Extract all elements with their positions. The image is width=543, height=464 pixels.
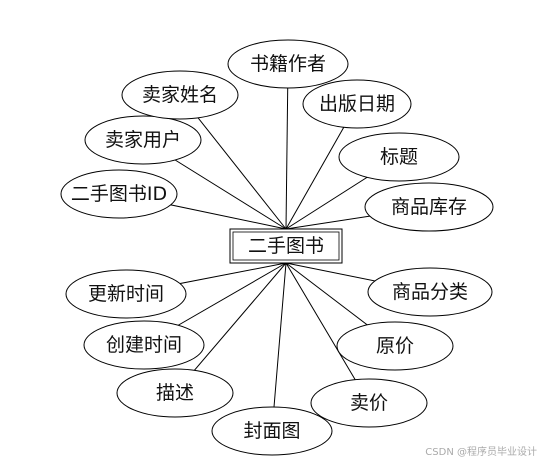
attribute-ellipse <box>60 169 178 219</box>
attribute-ellipse <box>338 132 460 182</box>
attribute-label: 二手图书ID <box>71 183 167 205</box>
attribute-original-price: 原价 <box>336 321 454 371</box>
attribute-create-time: 创建时间 <box>83 320 205 370</box>
attribute-id: 二手图书ID <box>60 169 178 219</box>
attribute-label: 封面图 <box>243 420 300 442</box>
attribute-label: 出版日期 <box>319 93 395 115</box>
attribute-category: 商品分类 <box>367 267 493 317</box>
entity-inner-border <box>232 231 340 261</box>
attribute-description: 描述 <box>116 368 234 418</box>
attribute-seller-user: 卖家用户 <box>84 115 202 165</box>
attribute-ellipse <box>336 321 454 371</box>
attribute-ellipse <box>116 368 234 418</box>
attribute-cover-image: 封面图 <box>211 406 333 456</box>
attribute-update-time: 更新时间 <box>65 269 187 319</box>
attribute-ellipse <box>83 320 205 370</box>
attribute-label: 卖家用户 <box>105 129 181 151</box>
attribute-label: 卖价 <box>350 392 388 414</box>
connector-author <box>285 63 289 230</box>
connector-cover-image <box>271 262 287 432</box>
attribute-label: 描述 <box>156 382 194 404</box>
attribute-label: 商品库存 <box>391 196 467 218</box>
attribute-label: 卖家姓名 <box>142 84 218 106</box>
entity-label: 二手图书 <box>248 235 324 257</box>
entity-box <box>229 228 343 264</box>
attribute-ellipse <box>302 79 412 129</box>
attribute-ellipse <box>364 182 494 232</box>
attribute-ellipse <box>310 378 428 428</box>
attribute-label: 书籍作者 <box>250 53 326 75</box>
attribute-publish-date: 出版日期 <box>302 79 412 129</box>
attribute-ellipse <box>367 267 493 317</box>
attribute-label: 更新时间 <box>88 283 164 305</box>
attribute-ellipse <box>121 70 239 120</box>
attribute-label: 商品分类 <box>392 281 468 303</box>
attribute-ellipse <box>84 115 202 165</box>
attribute-ellipse <box>211 406 333 456</box>
attribute-label: 创建时间 <box>106 334 182 356</box>
attribute-label: 标题 <box>380 146 418 168</box>
attribute-author: 书籍作者 <box>227 39 349 89</box>
attribute-ellipse <box>65 269 187 319</box>
attribute-stock: 商品库存 <box>364 182 494 232</box>
entity-two-hand-book: 二手图书 <box>229 228 343 264</box>
attribute-seller-name: 卖家姓名 <box>121 70 239 120</box>
attribute-ellipse <box>227 39 349 89</box>
attribute-label: 原价 <box>376 335 414 357</box>
watermark: CSDN @程序员毕业设计 <box>425 447 537 458</box>
attribute-sale-price: 卖价 <box>310 378 428 428</box>
attribute-title: 标题 <box>338 132 460 182</box>
